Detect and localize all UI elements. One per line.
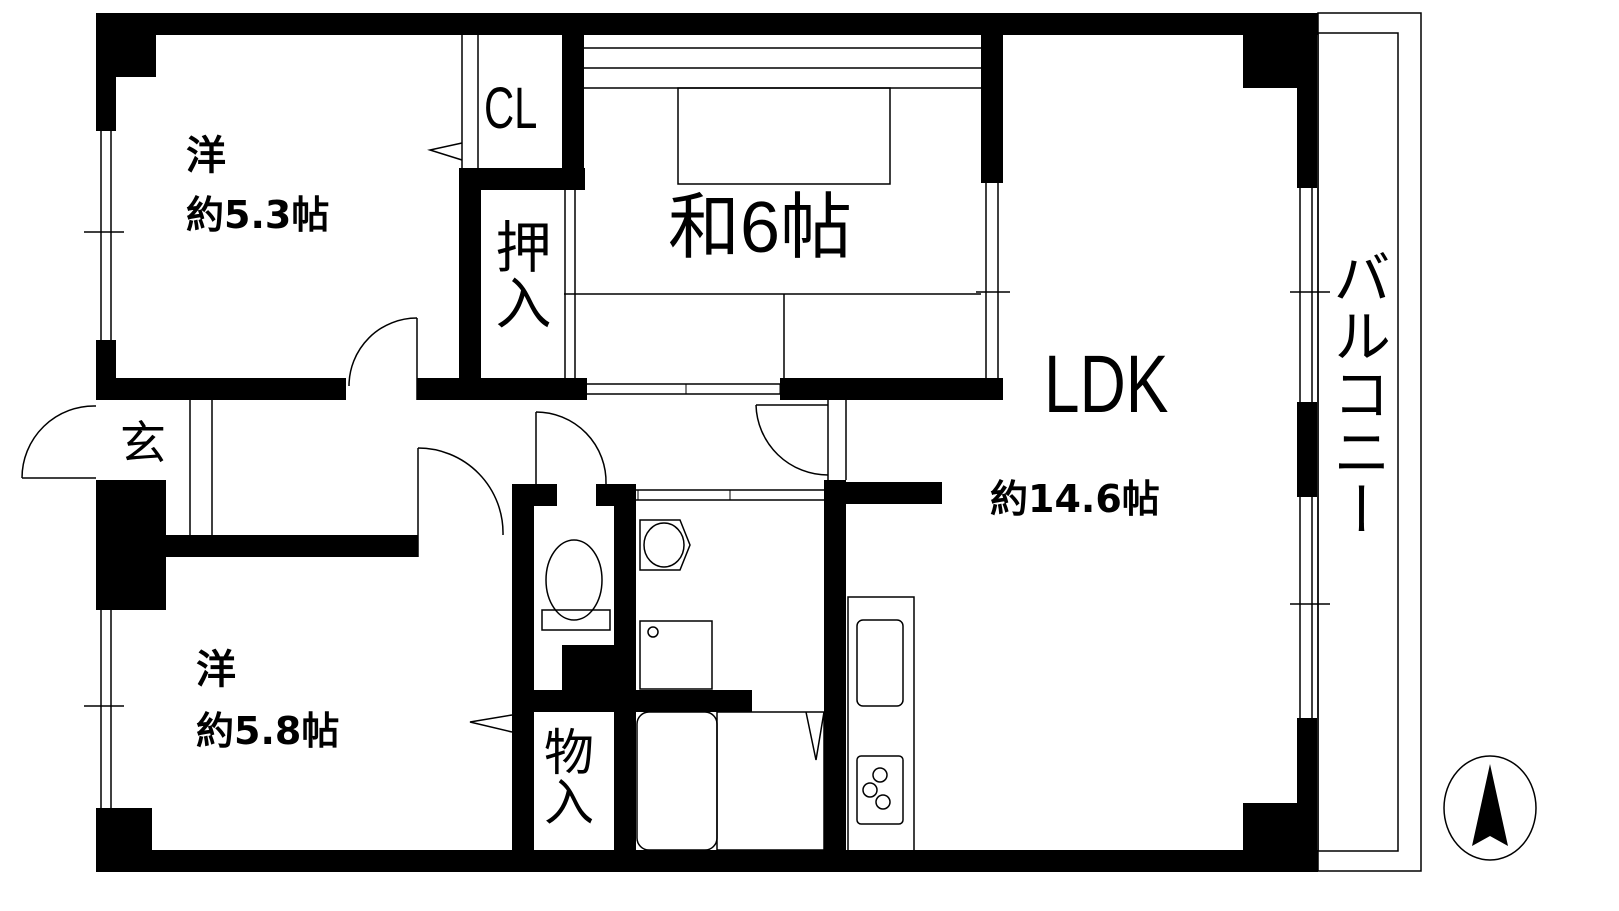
wall-h-toilet-top bbox=[512, 484, 557, 506]
wall-left-pillar bbox=[96, 480, 166, 610]
storage-label: 物入 bbox=[536, 726, 594, 826]
wall-h-kitchen-stub bbox=[824, 482, 942, 504]
oshiire-label: 押入 bbox=[486, 218, 551, 330]
corner-pillar-tr bbox=[1243, 13, 1317, 88]
wall-h-lower bbox=[166, 535, 418, 557]
wall-bottom bbox=[96, 850, 1318, 872]
western-room-1-size: 約5.3帖 bbox=[186, 193, 330, 237]
western-room-2-size: 約5.8帖 bbox=[196, 709, 340, 753]
wall-h-upper-2 bbox=[417, 378, 587, 400]
western-room-1-type: 洋 bbox=[186, 133, 226, 179]
north-arrow-icon bbox=[1472, 764, 1508, 846]
wall-h-cl bbox=[459, 168, 585, 190]
wall-right-mid bbox=[1297, 402, 1317, 497]
closet-label: CL bbox=[484, 76, 538, 141]
ldk-size: 約14.6帖 bbox=[990, 477, 1160, 521]
wall-v-washitsu-right bbox=[981, 13, 1003, 183]
ldk-label: LDK bbox=[1044, 339, 1169, 430]
wall-toilet-block bbox=[562, 645, 636, 712]
corner-pillar-br bbox=[1243, 803, 1317, 872]
wall-h-wash-top bbox=[614, 484, 636, 506]
wall-v-washitsu-left bbox=[562, 13, 584, 33]
wall-v-cl bbox=[459, 168, 481, 400]
balcony-label: バルコニー bbox=[1323, 248, 1391, 538]
western-room-2-type: 洋 bbox=[196, 647, 236, 693]
wall-v-washitsu-right-b bbox=[981, 378, 1003, 400]
entrance-label: 玄 bbox=[120, 416, 166, 470]
wall-v-toilet-left bbox=[512, 484, 534, 872]
wall-h-upper bbox=[96, 378, 346, 400]
japanese-room-label: 和6帖 bbox=[668, 188, 853, 268]
corner-pillar-bl bbox=[96, 808, 152, 872]
wall-top bbox=[96, 13, 1318, 35]
wall-v-storage-left bbox=[512, 825, 534, 872]
wall-v-cl-right bbox=[562, 13, 584, 190]
wall-v-kitchen bbox=[824, 480, 846, 872]
corner-pillar-tl bbox=[96, 13, 156, 77]
wall-h-upper-3 bbox=[780, 378, 1002, 400]
